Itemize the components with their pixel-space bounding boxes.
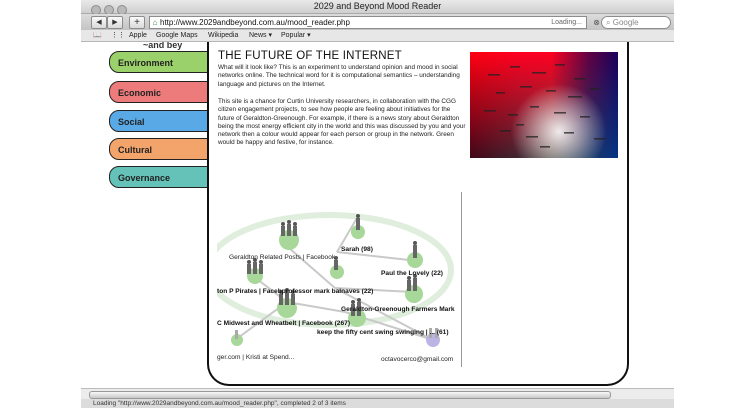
reading-list-icon[interactable]: 📖 — [93, 32, 102, 39]
article-intro: What will it look like? This is an exper… — [218, 64, 460, 88]
node-label-farmers-market[interactable]: Geraldton-Greenough Farmers Mark — [341, 306, 455, 313]
graph-divider — [461, 192, 462, 367]
node-label-octavocerco[interactable]: octavocerco@gmail.com — [381, 356, 454, 363]
bookmark-popular[interactable]: Popular ▾ — [281, 32, 311, 39]
site-logo: ~and bey — [143, 42, 183, 50]
tab-label: Governance — [118, 173, 171, 183]
status-text: Loading "http://www.2029andbeyond.com.au… — [93, 400, 346, 407]
bookmark-news[interactable]: News ▾ — [249, 32, 272, 39]
tab-social[interactable]: Social — [109, 110, 221, 132]
node-label-midwest-wheatbelt[interactable]: C Midwest and Wheatbelt | Facebook (267) — [217, 320, 351, 327]
tab-environment[interactable]: Environment — [109, 51, 221, 73]
tab-label: Cultural — [118, 145, 153, 155]
search-placeholder: Google — [612, 18, 639, 27]
bookmark-google-maps[interactable]: Google Maps — [156, 32, 198, 39]
node-label-fifty-cent-swing[interactable]: keep the fifty cent swing swinging | ...… — [317, 329, 449, 336]
mood-color-map[interactable] — [470, 52, 618, 158]
loading-indicator: Loading... — [551, 19, 582, 26]
web-page: ~and bey Environment Economic Social Cul… — [81, 42, 674, 398]
node-label-sarah[interactable]: Sarah (98) — [341, 246, 373, 253]
window-titlebar: 2029 and Beyond Mood Reader — [81, 0, 674, 15]
tab-cultural[interactable]: Cultural — [109, 138, 221, 160]
mood-map-word-marks — [484, 64, 606, 148]
bookmark-wikipedia[interactable]: Wikipedia — [208, 32, 239, 39]
article-body: This site is a chance for Curtin Univers… — [218, 98, 466, 147]
tab-label: Social — [118, 117, 145, 127]
network-edges — [217, 212, 454, 347]
window-title: 2029 and Beyond Mood Reader — [313, 1, 442, 11]
social-network-graph[interactable]: Sarah (98) Geraldton Related Posts | Fac… — [217, 190, 463, 368]
node-label-paul[interactable]: Paul the Lovely (22) — [381, 270, 443, 277]
forward-button[interactable]: ▶ — [107, 16, 123, 29]
node-label-geraldton-posts[interactable]: Geraldton Related Posts | Facebook — [229, 254, 336, 261]
show-all-bookmarks-icon[interactable]: ⋮⋮ — [111, 32, 125, 39]
tab-economic[interactable]: Economic — [109, 81, 221, 103]
bookmarks-bar: 📖 ⋮⋮ Apple Google Maps Wikipedia News ▾ … — [81, 30, 674, 42]
horizontal-scrollbar[interactable] — [81, 388, 674, 399]
site-favicon-icon: ⌂ — [152, 18, 158, 27]
plus-icon: + — [134, 17, 140, 28]
add-bookmark-button[interactable]: + — [129, 16, 145, 29]
node-label-pirates-mark-balnaves[interactable]: ton P Pirates | Facebprofessor mark baln… — [217, 288, 374, 295]
bookmark-apple[interactable]: Apple — [129, 32, 147, 39]
address-bar[interactable]: ⌂http://www.2029andbeyond.com.au/mood_re… — [149, 16, 600, 29]
tab-label: Economic — [118, 88, 162, 98]
search-icon: ⌕ — [606, 18, 611, 27]
forward-arrow-icon: ▶ — [112, 19, 118, 26]
stop-loading-icon[interactable]: ⊗ — [593, 18, 600, 27]
status-bar: Loading "http://www.2029andbeyond.com.au… — [81, 399, 674, 408]
article-headline: THE FUTURE OF THE INTERNET — [218, 50, 402, 62]
back-button[interactable]: ◀ — [91, 16, 107, 29]
node-label-kristi[interactable]: ger.com | Kristi at Spend... — [217, 354, 295, 361]
back-arrow-icon: ◀ — [96, 19, 102, 26]
scrollbar-thumb[interactable] — [89, 391, 611, 399]
tab-label: Environment — [118, 58, 174, 68]
browser-toolbar: ◀ ▶ + ⌂http://www.2029andbeyond.com.au/m… — [81, 14, 674, 30]
search-field[interactable]: ⌕ Google — [601, 16, 671, 29]
tab-governance[interactable]: Governance — [109, 166, 221, 188]
url-text: http://www.2029andbeyond.com.au/mood_rea… — [160, 18, 350, 27]
